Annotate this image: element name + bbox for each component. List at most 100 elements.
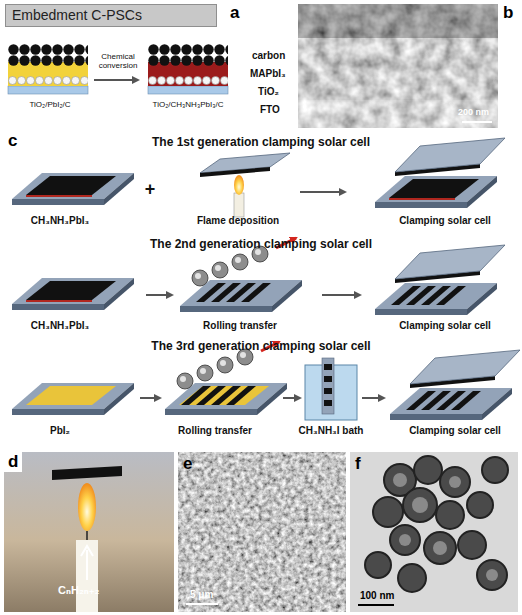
process-illustration <box>192 246 268 286</box>
process-illustration <box>26 386 116 405</box>
photo <box>86 531 88 540</box>
process-illustration <box>324 364 332 370</box>
process-illustration <box>140 397 160 399</box>
sem-image <box>298 4 498 38</box>
process-illustration <box>322 294 360 296</box>
photo <box>4 452 174 612</box>
sem-image <box>178 452 346 612</box>
step-label: Rolling transfer <box>180 320 300 331</box>
sem-image <box>298 100 498 128</box>
cell-cross-section <box>8 86 88 94</box>
process-illustration <box>12 138 520 420</box>
panel-letter: c <box>8 132 17 151</box>
step-label: CH₃NH₃PbI₃ <box>0 215 120 226</box>
cell-cross-section <box>148 76 228 85</box>
scale-bar-label: 5 μm <box>190 589 213 600</box>
process-illustration <box>146 294 172 296</box>
process-illustration <box>391 286 466 305</box>
process-illustration <box>390 388 512 420</box>
process-illustration <box>283 397 300 399</box>
step-label: Clamping solar cell <box>380 215 510 226</box>
step-label: Clamping solar cell <box>380 320 510 331</box>
step-label: Flame deposition <box>178 215 298 226</box>
photo <box>4 452 22 472</box>
process-illustration <box>375 176 497 208</box>
step-label: Rolling transfer <box>160 425 270 436</box>
process-illustration <box>12 383 134 415</box>
layer-name: FTO <box>260 104 280 115</box>
sem-image <box>298 4 498 128</box>
plus-sign: + <box>135 180 165 200</box>
scale-bar-label: 200 nm <box>458 108 489 118</box>
process-illustration <box>200 153 290 217</box>
tem-image <box>403 488 437 522</box>
cell-cross-section <box>8 44 88 66</box>
panel-letter: d <box>8 453 18 472</box>
tem-image <box>393 473 407 487</box>
tem-image <box>398 564 426 592</box>
process-illustration <box>375 283 497 315</box>
tem-image <box>412 497 428 513</box>
cell-cross-section <box>94 79 138 81</box>
row-title: The 1st generation clamping solar cell <box>61 136 461 149</box>
process-illustration <box>305 358 357 420</box>
tem-image <box>467 492 493 518</box>
step-label: PbI₂ <box>10 425 110 436</box>
process-illustration <box>12 173 134 205</box>
tem-image <box>477 560 507 590</box>
panel-letter: f <box>355 455 361 474</box>
process-illustration <box>375 138 505 208</box>
tem-image <box>449 476 461 488</box>
photo <box>4 452 174 612</box>
tem-image <box>350 452 518 612</box>
photo <box>86 550 88 580</box>
process-illustration <box>196 283 271 302</box>
step-label: CH₃NH₃PbI₃ <box>0 320 120 331</box>
panel-letter: a <box>230 4 239 23</box>
layer-caption: TiO₂/CH₃NH₃PbI₃/C <box>138 101 238 110</box>
tem-image <box>350 452 518 612</box>
process-illustration <box>12 173 134 205</box>
process-illustration <box>322 358 334 414</box>
sem-image <box>178 452 346 612</box>
process-illustration <box>181 386 256 405</box>
header-text: Embedment C-PSCs <box>12 7 210 24</box>
process-illustration <box>26 281 116 302</box>
tem-image <box>440 467 470 497</box>
layer-name: MAPbI₃ <box>250 68 286 79</box>
sem-image <box>462 121 492 123</box>
tem-image <box>373 497 403 527</box>
process-illustration <box>12 278 134 310</box>
tem-image <box>365 552 391 578</box>
panel-letter: e <box>183 455 192 474</box>
process-illustration <box>12 383 134 415</box>
process-illustration <box>375 245 505 315</box>
layer-caption: TiO₂/PbI₂/C <box>5 101 95 110</box>
photo <box>52 466 122 480</box>
process-illustration <box>179 386 269 405</box>
photo <box>81 546 93 556</box>
tem-image <box>424 532 456 564</box>
tem-image <box>358 604 394 606</box>
header-box: Embedment C-PSCs <box>5 4 217 27</box>
process-illustration <box>234 175 244 195</box>
process-illustration <box>234 193 244 217</box>
tem-image <box>458 531 486 559</box>
process-illustration <box>26 176 116 197</box>
process-illustration <box>395 245 505 283</box>
process-illustration <box>406 391 481 410</box>
layer-name: carbon <box>252 50 285 61</box>
cell-cross-section <box>8 76 88 85</box>
sem-image <box>186 603 218 605</box>
process-illustration <box>324 376 332 382</box>
process-illustration <box>300 191 345 193</box>
photo <box>76 540 98 612</box>
scale-bar-label: 100 nm <box>360 590 394 601</box>
row-title: The 2nd generation clamping solar cell <box>61 238 461 251</box>
process-illustration <box>324 388 332 394</box>
tem-image <box>414 456 442 484</box>
process-illustration <box>177 349 253 389</box>
process-illustration <box>200 167 270 177</box>
row-title: The 3rd generation clamping solar cell <box>61 340 461 353</box>
